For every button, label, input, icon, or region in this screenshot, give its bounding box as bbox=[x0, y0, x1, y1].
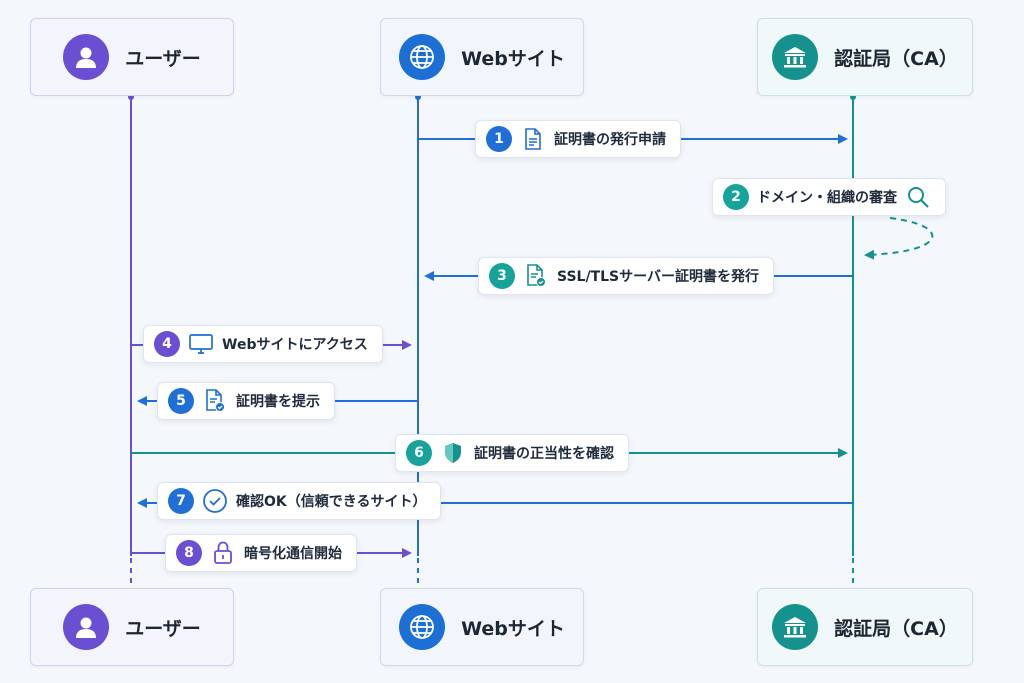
actor-name: Webサイト bbox=[461, 47, 565, 70]
globe-icon bbox=[399, 604, 446, 650]
actor-name: ユーザー bbox=[125, 47, 201, 70]
certificate-icon bbox=[202, 388, 228, 414]
actor-user-bottom: ユーザー bbox=[30, 588, 234, 666]
actor-user-top: ユーザー bbox=[30, 18, 234, 96]
lifeline-user bbox=[128, 94, 134, 588]
step-badge: 6 bbox=[406, 440, 432, 466]
message-text: 証明書の発行申請 bbox=[554, 132, 666, 148]
actor-name: ユーザー bbox=[125, 617, 201, 640]
document-icon bbox=[520, 126, 546, 152]
message-text: 暗号化通信開始 bbox=[244, 546, 342, 562]
message-4: 4 Webサイトにアクセス bbox=[143, 325, 383, 363]
message-text: 証明書を提示 bbox=[236, 394, 320, 410]
bank-icon bbox=[772, 604, 819, 650]
step-badge: 2 bbox=[723, 184, 749, 210]
message-text: ドメイン・組織の審査 bbox=[757, 190, 897, 206]
message-7: 7 確認OK（信頼できるサイト） bbox=[157, 482, 442, 520]
actor-website-top: Webサイト bbox=[380, 18, 584, 96]
step-badge: 7 bbox=[168, 488, 194, 514]
message-8: 8 暗号化通信開始 bbox=[165, 534, 357, 572]
step-badge: 5 bbox=[168, 388, 194, 414]
certificate-icon bbox=[523, 263, 549, 289]
actor-ca-top: 認証局（CA） bbox=[757, 18, 973, 96]
user-icon bbox=[63, 604, 110, 650]
monitor-icon bbox=[188, 331, 214, 357]
actor-name: Webサイト bbox=[461, 617, 565, 640]
search-icon bbox=[905, 184, 931, 210]
step-badge: 4 bbox=[154, 331, 180, 357]
actor-website-bottom: Webサイト bbox=[380, 588, 584, 666]
bank-icon bbox=[772, 34, 819, 80]
message-5: 5 証明書を提示 bbox=[157, 382, 335, 420]
message-text: 証明書の正当性を確認 bbox=[474, 446, 614, 462]
step-badge: 8 bbox=[176, 540, 202, 566]
message-text: SSL/TLSサーバー証明書を発行 bbox=[557, 269, 759, 285]
message-6: 6 証明書の正当性を確認 bbox=[395, 434, 629, 472]
arrow-2-self bbox=[864, 217, 934, 260]
message-2: 2 ドメイン・組織の審査 bbox=[712, 178, 946, 216]
globe-icon bbox=[399, 34, 446, 80]
shield-icon bbox=[440, 440, 466, 466]
message-text: Webサイトにアクセス bbox=[222, 337, 368, 353]
message-3: 3 SSL/TLSサーバー証明書を発行 bbox=[478, 257, 774, 295]
actor-name: 認証局（CA） bbox=[834, 617, 958, 640]
user-icon bbox=[63, 34, 110, 80]
step-badge: 1 bbox=[486, 126, 512, 152]
actor-name: 認証局（CA） bbox=[834, 47, 958, 70]
actor-ca-bottom: 認証局（CA） bbox=[757, 588, 973, 666]
lifeline-ca bbox=[850, 94, 856, 588]
message-text: 確認OK（信頼できるサイト） bbox=[236, 494, 427, 510]
step-badge: 3 bbox=[489, 263, 515, 289]
check-circle-icon bbox=[202, 488, 228, 514]
lock-icon bbox=[210, 540, 236, 566]
message-1: 1 証明書の発行申請 bbox=[475, 120, 681, 158]
